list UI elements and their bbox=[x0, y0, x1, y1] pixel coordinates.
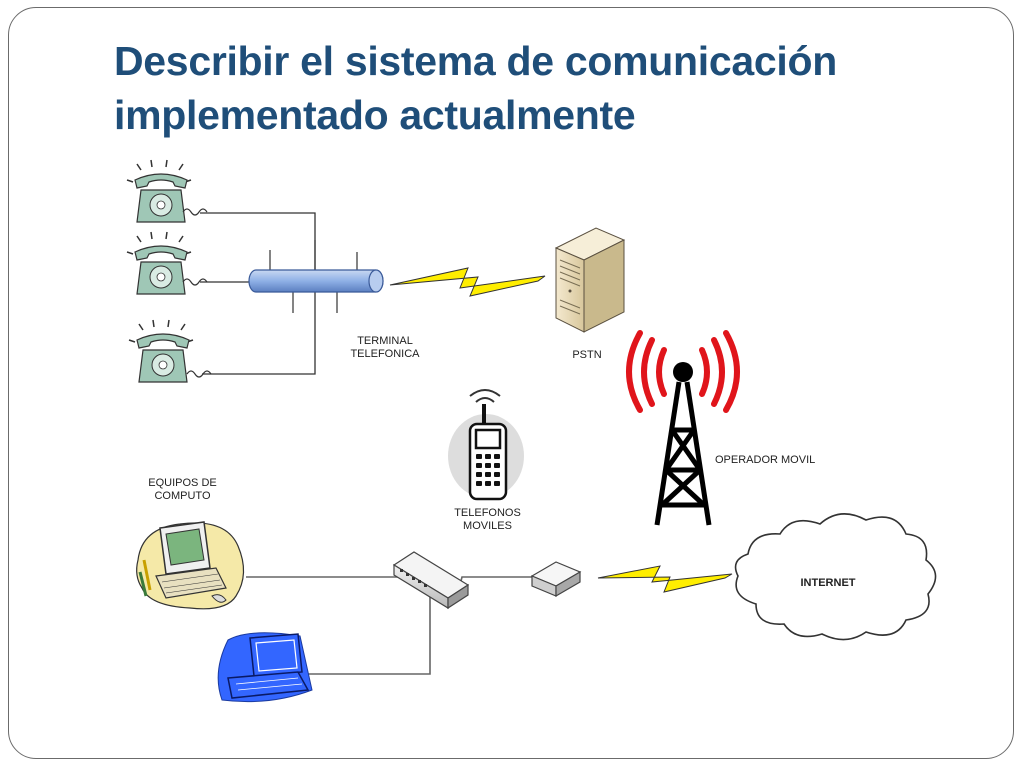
telephone-terminal-bus-icon bbox=[248, 240, 384, 313]
network-switch-icon bbox=[392, 551, 470, 610]
phone-line-3 bbox=[202, 290, 316, 375]
desktop-computer-icon bbox=[136, 521, 245, 610]
internet-cloud-icon bbox=[734, 513, 937, 641]
slide-title: Describir el sistema de comunicación imp… bbox=[114, 34, 974, 142]
mobile-phones-label-line-1: TELEFONOS bbox=[454, 507, 521, 519]
rotary-phone-icon bbox=[126, 159, 208, 223]
terminal-label: TERMINAL TELEFONICA bbox=[330, 335, 440, 361]
computers-label: EQUIPOS DE COMPUTO bbox=[135, 477, 230, 503]
mobile-phones-label: TELEFONOS MOVILES bbox=[440, 507, 535, 533]
wireless-link-bolt-icon bbox=[389, 267, 546, 297]
terminal-label-line-2: TELEFONICA bbox=[350, 348, 420, 360]
internet-link-bolt-icon bbox=[597, 565, 733, 593]
mobile-tower-icon bbox=[626, 330, 740, 526]
pstn-label-text: PSTN bbox=[572, 349, 602, 361]
title-line-2: implementado actualmente bbox=[114, 92, 636, 138]
pstn-label: PSTN bbox=[560, 349, 614, 362]
mobile-operator-label: OPERADOR MOVIL bbox=[715, 454, 835, 467]
phone-lines bbox=[200, 212, 316, 375]
computers-label-line-2: COMPUTO bbox=[154, 490, 211, 502]
lan-cable-router bbox=[459, 576, 536, 586]
lan-cable-laptop bbox=[305, 590, 431, 675]
title-line-1: Describir el sistema de comunicación bbox=[114, 38, 837, 84]
rotary-phone-icon bbox=[128, 319, 212, 383]
mobile-operator-label-text: OPERADOR MOVIL bbox=[715, 454, 816, 466]
mobile-phones-label-line-2: MOVILES bbox=[463, 520, 512, 532]
internet-label-text: INTERNET bbox=[800, 577, 856, 589]
pstn-server-icon bbox=[554, 227, 626, 333]
computers-label-line-1: EQUIPOS DE bbox=[148, 477, 217, 489]
router-icon bbox=[530, 561, 582, 598]
laptop-icon bbox=[217, 632, 313, 703]
terminal-label-line-1: TERMINAL bbox=[357, 335, 413, 347]
internet-label: INTERNET bbox=[788, 577, 868, 590]
rotary-phone-icon bbox=[126, 231, 208, 295]
mobile-phone-icon bbox=[448, 389, 524, 501]
